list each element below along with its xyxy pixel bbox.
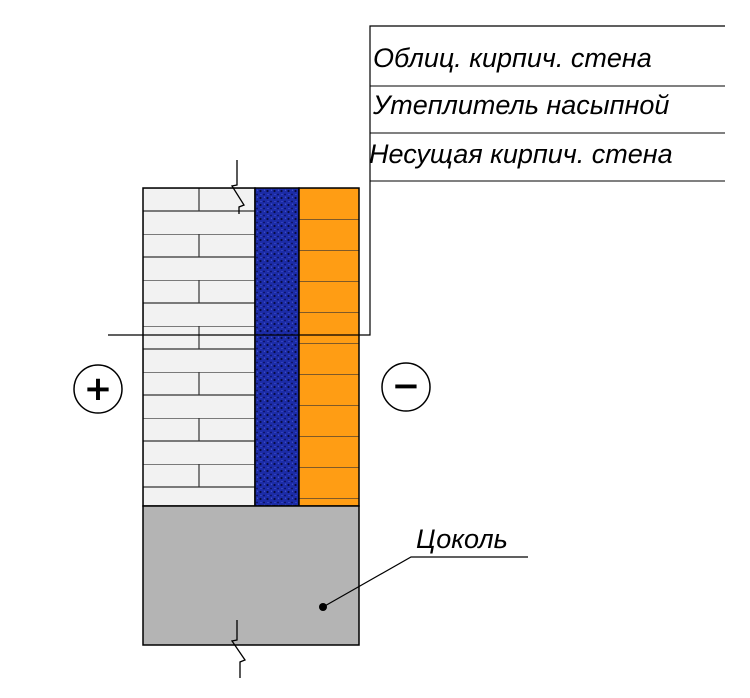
label-bearing-brick-wall: Несущая кирпич. стена [369, 139, 673, 169]
plinth-block [142, 505, 360, 646]
label-plinth: Цоколь [416, 524, 508, 554]
label-facing-brick-wall: Облиц. кирпич. стена [373, 43, 652, 73]
bearing-brick-wall [298, 187, 360, 507]
loose-insulation-layer [254, 187, 300, 507]
outside-marker-circle [73, 364, 123, 414]
top-break-line [230, 160, 245, 214]
plinth-leader-line [322, 556, 528, 608]
inside-marker-circle [381, 362, 431, 412]
outside-plus-sign: + [84, 369, 113, 409]
inside-minus-sign: − [392, 366, 421, 406]
plinth-leader-dot [319, 603, 327, 611]
bottom-break-line [230, 620, 246, 678]
facing-brick-wall [142, 187, 256, 507]
label-loose-insulation: Утеплитель насыпной [372, 90, 669, 120]
